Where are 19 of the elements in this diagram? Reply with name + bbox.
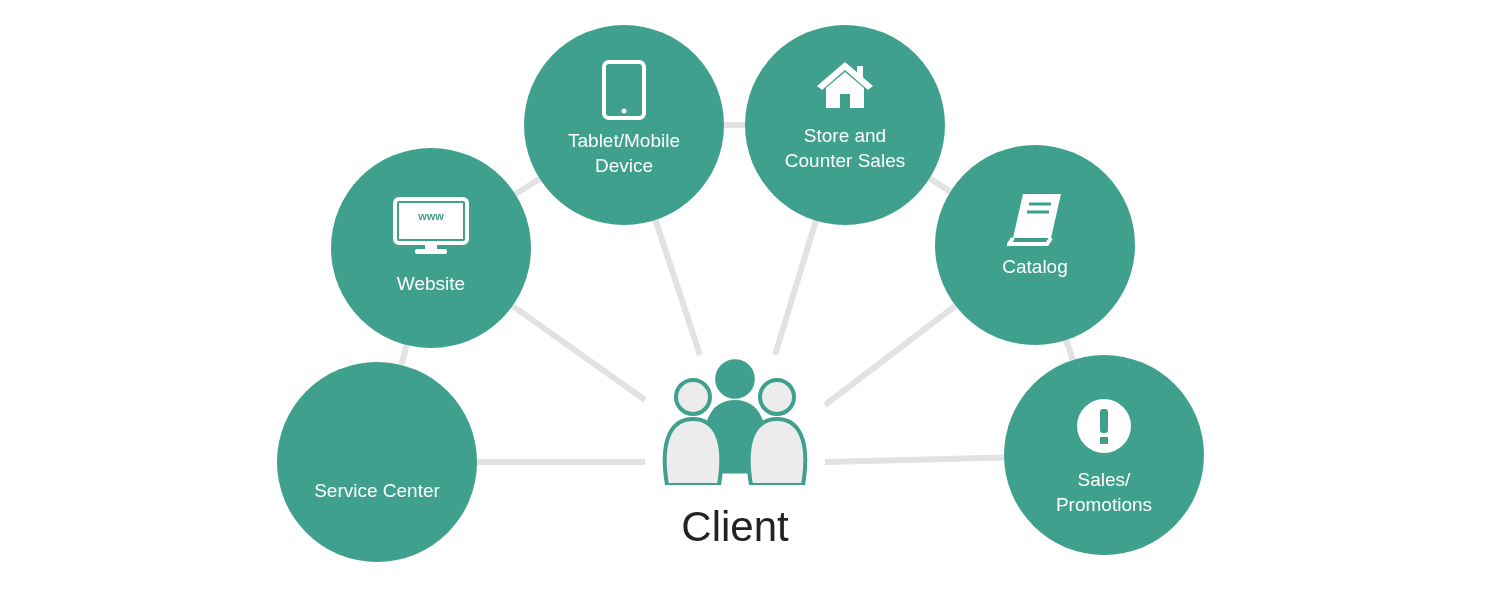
- channel-label: Catalog: [1002, 254, 1068, 279]
- connector-line: [513, 176, 542, 197]
- channel-label: Sales/ Promotions: [1054, 468, 1154, 517]
- client-label: Client: [680, 503, 790, 551]
- connector-line: [927, 175, 953, 195]
- connector-line: [398, 344, 410, 366]
- connector-line: [772, 219, 819, 356]
- connector-line: [1063, 339, 1076, 361]
- channel-label: Store and Counter Sales: [783, 124, 907, 173]
- connector-line: [724, 122, 745, 128]
- connector-line: [652, 219, 703, 356]
- channel-label: Service Center: [314, 478, 440, 503]
- connector-line: [824, 454, 1005, 465]
- screen-text: www: [417, 209, 445, 223]
- connector-line: [510, 303, 647, 403]
- channel-label: Website: [396, 271, 466, 296]
- connector-line: [477, 459, 645, 465]
- channel-label: Tablet/Mobile Device: [567, 129, 681, 178]
- connector-line: [823, 303, 958, 408]
